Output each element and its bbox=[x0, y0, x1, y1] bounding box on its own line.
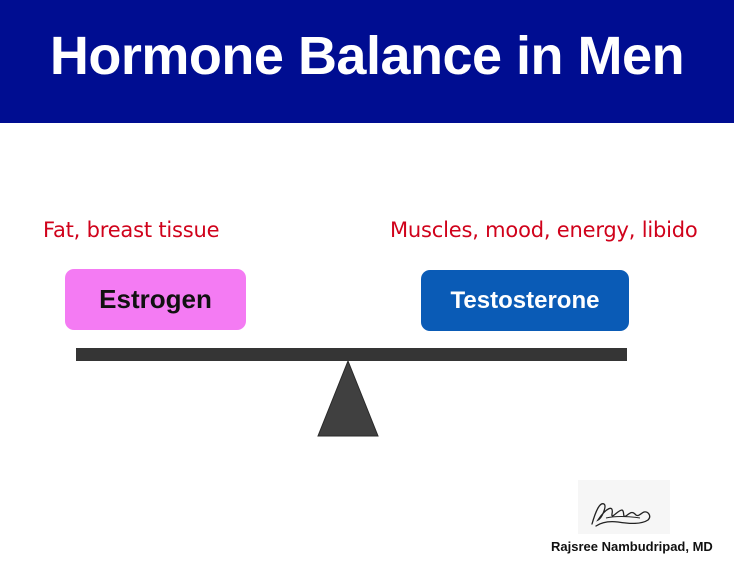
title-banner: Hormone Balance in Men bbox=[0, 0, 734, 123]
estrogen-label: Estrogen bbox=[99, 284, 212, 314]
testosterone-label: Testosterone bbox=[450, 286, 600, 314]
estrogen-box: Estrogen bbox=[65, 269, 246, 330]
testosterone-effects-label: Muscles, mood, energy, libido bbox=[390, 218, 698, 242]
author-credit: Rajsree Nambudripad, MD bbox=[551, 539, 713, 554]
estrogen-effects-label: Fat, breast tissue bbox=[43, 218, 220, 242]
signature-icon bbox=[591, 503, 651, 527]
testosterone-box: Testosterone bbox=[421, 270, 629, 331]
page-title: Hormone Balance in Men bbox=[49, 26, 685, 86]
fulcrum-icon bbox=[317, 361, 379, 437]
seesaw-beam bbox=[76, 348, 627, 361]
signature-area bbox=[578, 480, 670, 534]
fulcrum-triangle bbox=[317, 361, 379, 437]
